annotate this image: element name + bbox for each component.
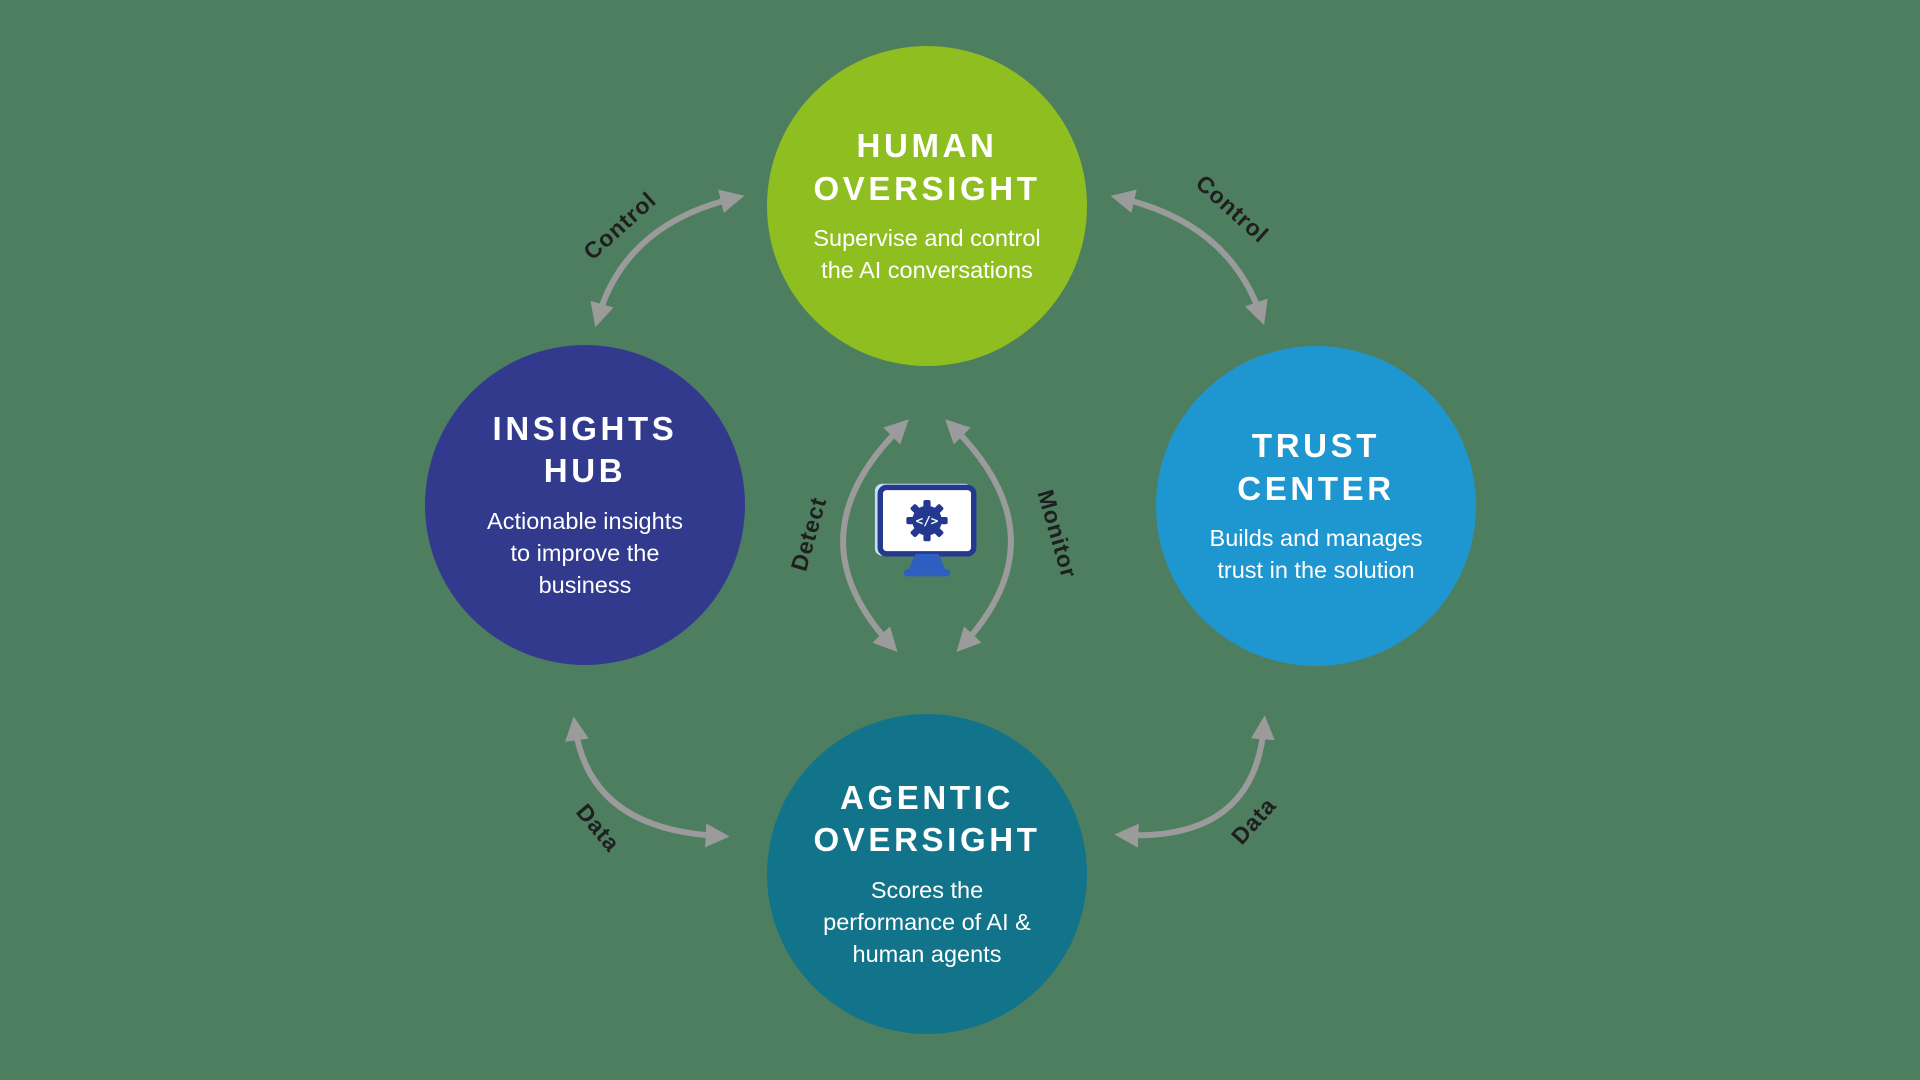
node-human-oversight-description: Supervise and control the AI conversatio… — [813, 224, 1041, 284]
node-insights-hub-description: Actionable insights to improve the busin… — [487, 507, 683, 599]
code-brackets-glyph: </> — [916, 513, 939, 528]
node-insights-hub-title: INSIGHTS HUB — [492, 410, 678, 490]
node-agentic-oversight-description: Scores the performance of AI & human age… — [823, 876, 1031, 968]
edge-label-monitor: Monitor — [1032, 486, 1083, 582]
edge-label-detect: Detect — [785, 493, 832, 574]
monitor-gear-code-icon: </> — [864, 482, 990, 588]
node-human-oversight: HUMAN OVERSIGHT Supervise and control th… — [767, 46, 1087, 366]
node-human-oversight-title: HUMAN OVERSIGHT — [813, 127, 1041, 207]
node-insights-hub: INSIGHTS HUB Actionable insights to impr… — [425, 345, 745, 665]
monitor-gear-code-icon-svg: </> — [874, 483, 977, 577]
node-agentic-oversight: AGENTIC OVERSIGHT Scores the performance… — [767, 714, 1087, 1034]
node-trust-center-description: Builds and manages trust in the solution — [1209, 524, 1423, 584]
node-agentic-oversight-title: AGENTIC OVERSIGHT — [813, 779, 1041, 859]
edge-label-control-top-right: Control — [1190, 169, 1274, 248]
edge-label-control-top-left: Control — [578, 186, 662, 265]
edge-label-data-bottom-left: Data — [571, 798, 626, 857]
node-trust-center-title: TRUST CENTER — [1237, 427, 1395, 507]
node-trust-center: TRUST CENTER Builds and manages trust in… — [1156, 346, 1476, 666]
edge-label-data-bottom-right: Data — [1226, 792, 1282, 850]
